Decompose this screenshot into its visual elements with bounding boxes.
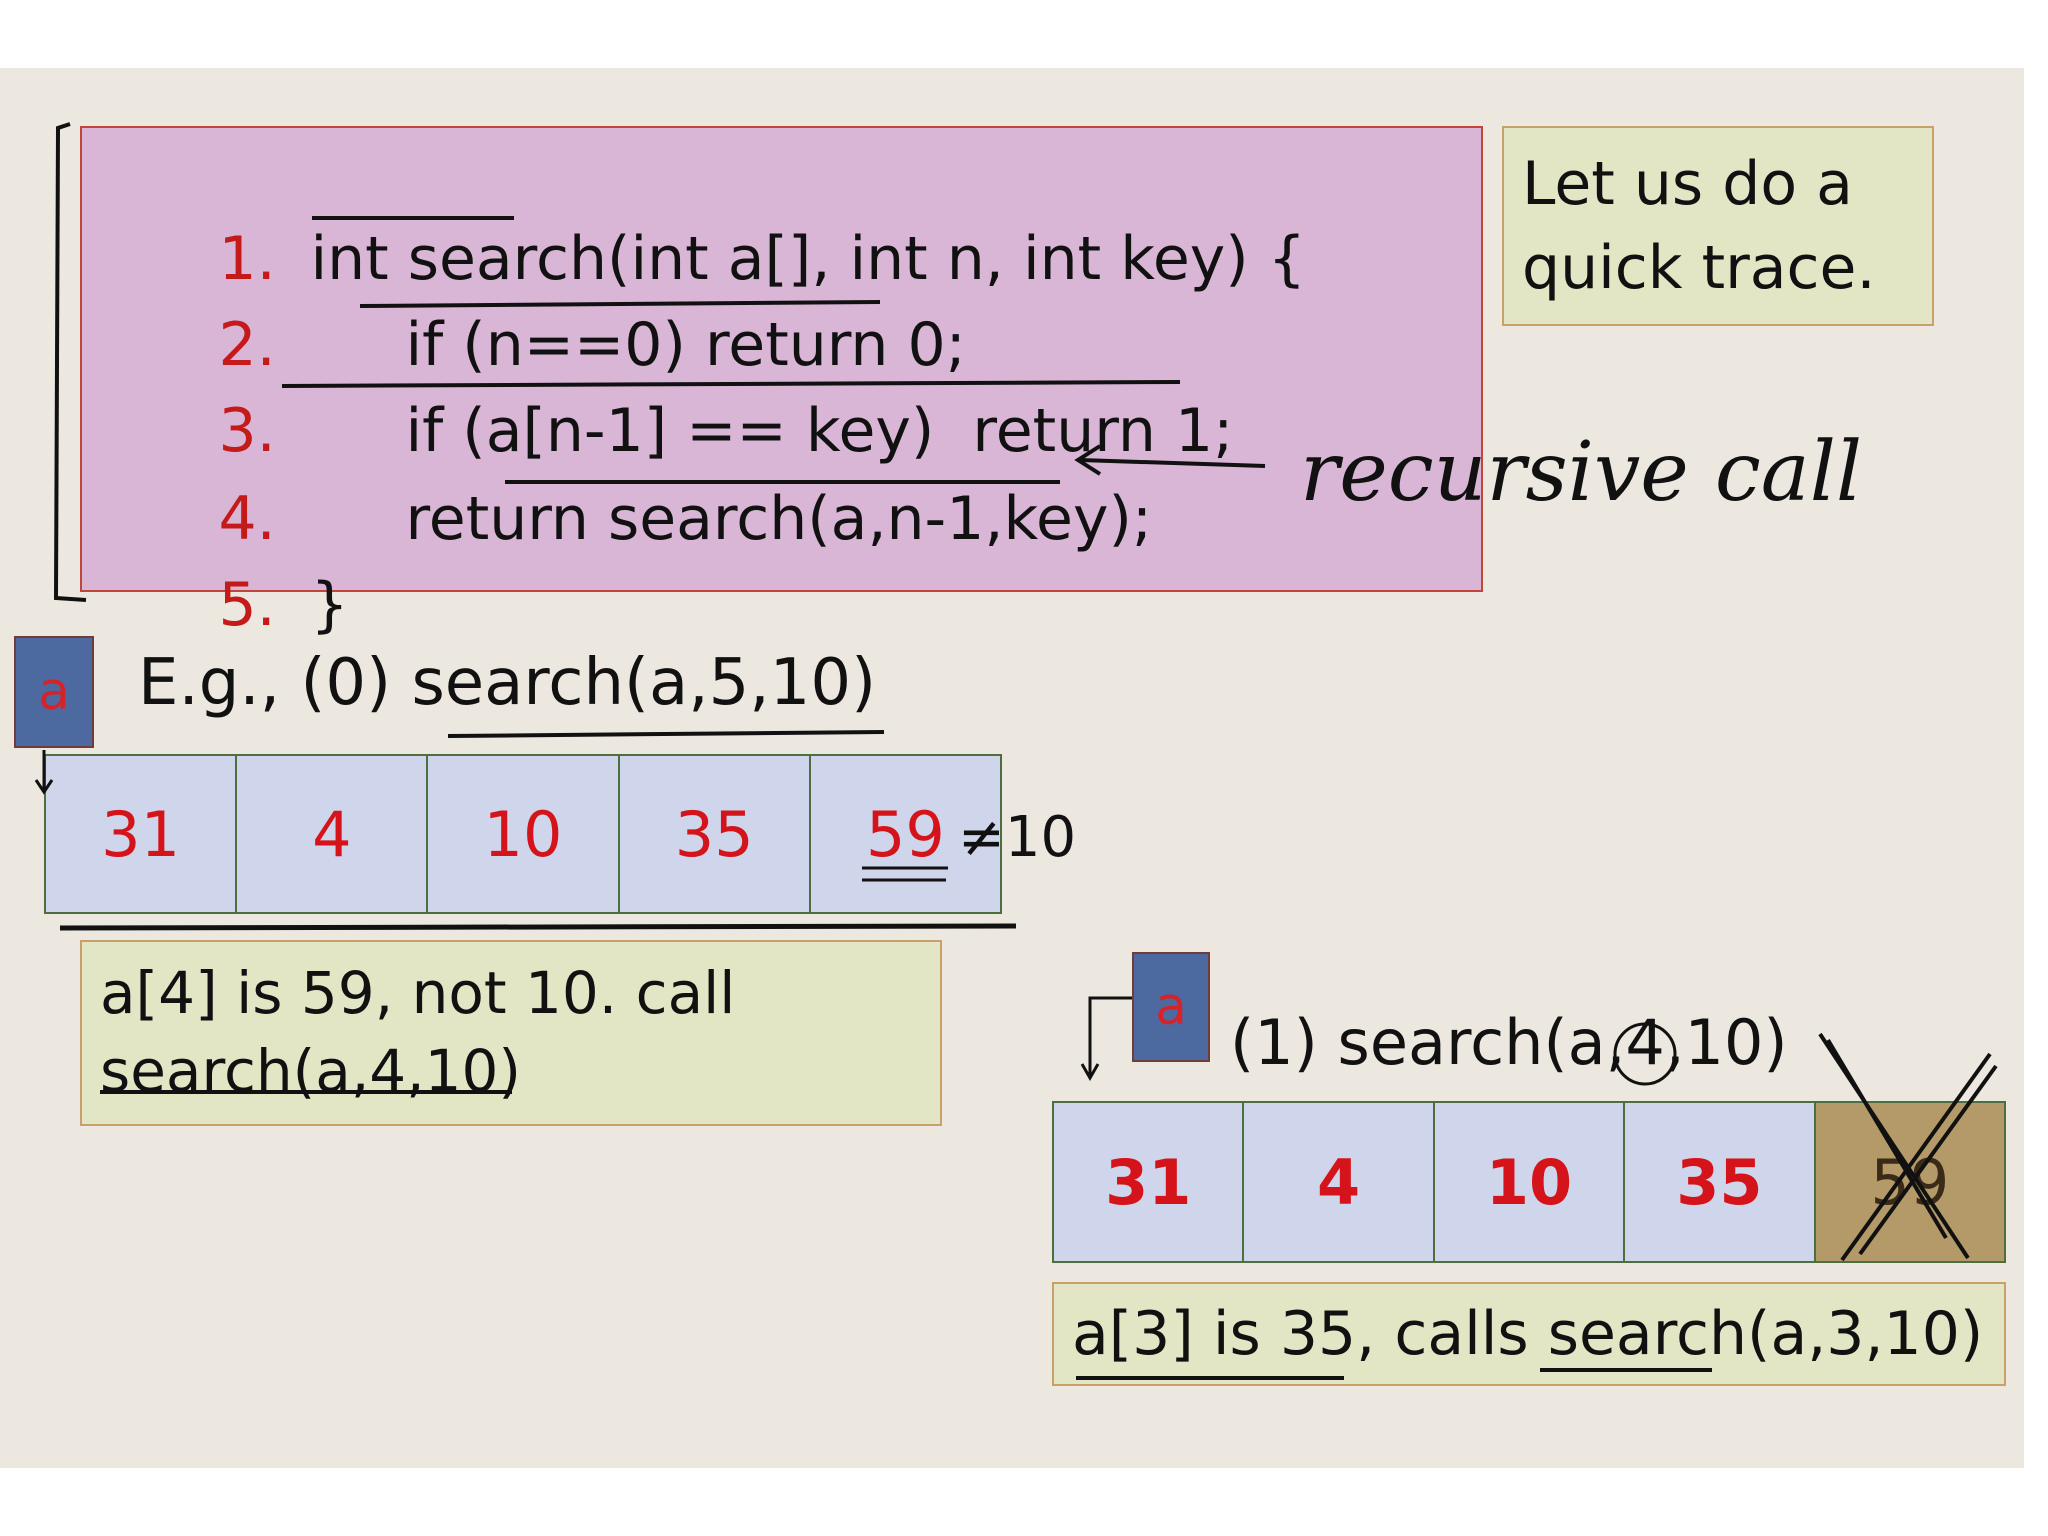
array-0: 31 4 10 35 59 [44,754,1002,914]
array-cell: 31 [46,756,238,912]
code-line-5: 5.} [104,476,348,640]
explanation-line-1: a[4] is 59, not 10. call [100,959,736,1027]
code-text: } [310,570,349,640]
note-box: Let us do a quick trace. [1502,126,1934,326]
line-number: 5. [218,570,276,640]
array-cell: 35 [1625,1103,1816,1261]
array-cell: 4 [1244,1103,1435,1261]
code-box: 1.int search(int a[], int n, int key) { … [80,126,1483,640]
array-cell: 10 [1434,1103,1626,1261]
array-cell: 35 [619,756,811,912]
explanation-box-0: a[4] is 59, not 10. call search(a,4,10) [80,940,942,1126]
code-line-1: 1. int search(int a[], int n, int key) { [104,130,1305,294]
line-number: 2. [218,310,276,380]
code-text: return search(a,n-1,key); [405,484,1153,554]
pointer-arrow-head [1080,1063,1100,1082]
code-text: int search(int a[], int n, int key) { [310,224,1306,294]
pointer-arrow [1088,996,1132,1076]
slide: 1.int search(int a[], int n, int key) { … [0,68,2024,1468]
excluded-array-cell: 59 [1815,1103,2005,1261]
code-line-4: 4. return search(a,n-1,key); [104,390,1152,554]
code-text: if (a[n-1] == key) return 1; [405,396,1234,466]
example-title: E.g., (0) search(a,5,10) [138,646,877,720]
explanation-line-2: search(a,4,10) [100,1037,522,1105]
note-line-1: Let us do a [1522,149,1853,219]
code-line-3: 3. if (a[n-1] == key) return 1; [104,302,1233,466]
code-line-2: 2. if (n==0) return 0; [104,216,965,380]
call1-title: (1) search(a,4,10) [1230,1006,1788,1079]
underline-stroke [59,923,1017,931]
line-number: 1. [218,224,276,294]
array-cell: 59 [810,756,1001,912]
line-number: 4. [218,484,276,554]
array-pointer-marker: a [14,636,94,748]
array-cell: 10 [428,756,620,912]
note-line-2: quick trace. [1522,233,1876,303]
line-number: 3. [218,396,276,466]
code-text: if (n==0) return 0; [405,310,966,380]
array-pointer-marker: a [1132,952,1210,1062]
explanation-box-1: a[3] is 35, calls search(a,3,10) [1052,1282,2006,1386]
underline-stroke [447,730,885,738]
array-cell: 31 [1054,1103,1245,1261]
array-cell: 4 [237,756,429,912]
array-1: 31 4 10 35 59 [1052,1101,2006,1263]
